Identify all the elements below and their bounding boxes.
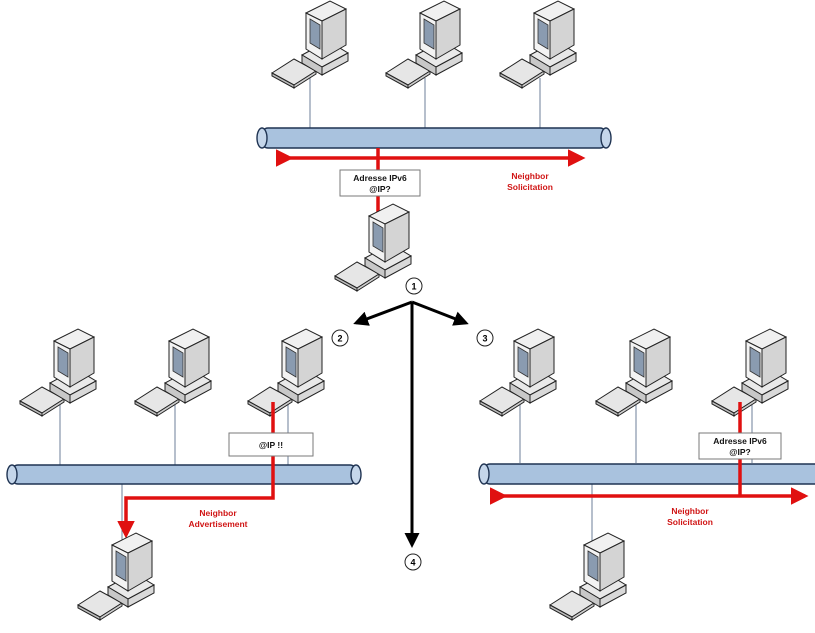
left-message-box: @IP !! [228,432,314,457]
step-arrows: 1 2 3 4 [331,277,494,571]
left-network-bus-icon [6,464,362,485]
arrow-to-step-2 [353,300,413,326]
left-lan: @IP !! Neighbor Advertisement [6,328,362,621]
arrow-to-step-3 [411,300,469,326]
left-computer-3-icon [247,328,325,417]
left-computer-2-icon [134,328,212,417]
top-network-bus-icon [256,127,612,149]
right-message-line2: @IP? [729,447,751,457]
step-1-badge: 1 [405,277,423,295]
top-computer-2-icon [385,0,463,89]
right-signal-label-line1: Neighbor [671,506,709,516]
top-message-line1: Adresse IPv6 [353,173,407,183]
step-1-label: 1 [411,282,416,292]
step-3-label: 3 [482,334,487,344]
right-message-box: Adresse IPv6 @IP? [698,432,782,460]
step-4-label: 4 [410,558,415,568]
top-computer-3-icon [499,0,577,89]
right-network-bus-icon [478,463,815,485]
left-signal-label-line2: Advertisement [188,519,247,529]
left-signal-label-line1: Neighbor [199,508,237,518]
step-3-badge: 3 [476,329,494,347]
top-signal-label-line2: Solicitation [507,182,553,192]
step-2-label: 2 [337,334,342,344]
left-computer-1-icon [19,328,97,417]
step-2-badge: 2 [331,329,349,347]
left-requester-computer-icon [77,532,155,621]
top-requester-computer-icon [334,203,412,292]
right-computer-2-icon [595,328,673,417]
step-4-badge: 4 [404,553,422,571]
top-message-line2: @IP? [369,184,391,194]
top-message-box: Adresse IPv6 @IP? [339,169,421,197]
right-signal-label-line2: Solicitation [667,517,713,527]
right-computer-3-icon [711,328,789,417]
left-message-line1: @IP !! [259,440,283,450]
right-message-line1: Adresse IPv6 [713,436,767,446]
top-computer-1-icon [271,0,349,89]
right-lan: Adresse IPv6 @IP? Neighbor Solicitation [478,328,815,621]
top-signal-label-line1: Neighbor [511,171,549,181]
right-requester-computer-icon [549,532,627,621]
top-lan: Adresse IPv6 @IP? Neighbor Solicitation [256,0,612,292]
